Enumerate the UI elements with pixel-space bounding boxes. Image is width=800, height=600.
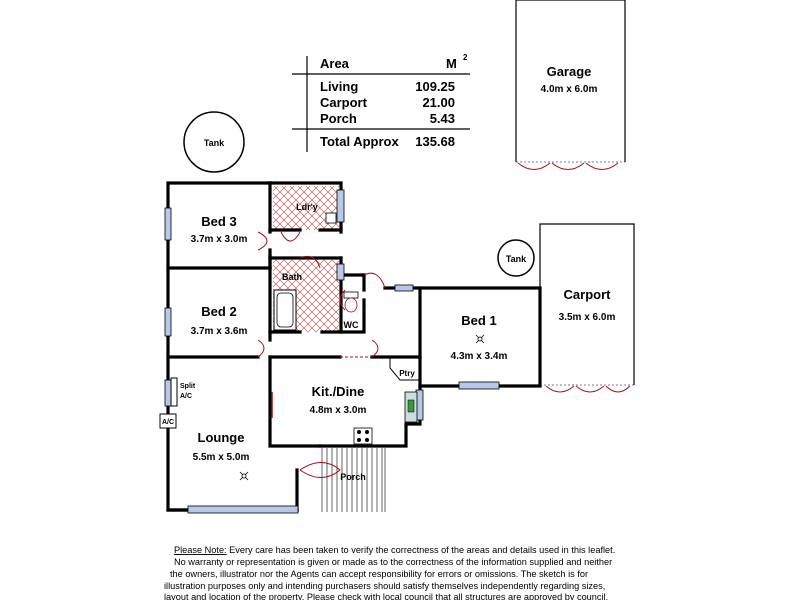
bed1-size: 4.3m x 3.4m [451,351,508,362]
note-line-2: No warranty or representation is given o… [174,557,612,567]
carport-size: 3.5m x 6.0m [559,312,616,323]
garage-title: Garage [547,64,592,79]
garage: Garage 4.0m x 6.0m [515,0,626,170]
pantry-label: Ptry [399,369,415,378]
kitdine-title: Kit./Dine [312,384,365,399]
bed3-title: Bed 3 [201,214,236,229]
ac-unit [159,413,177,429]
kitchen-sink [404,391,418,423]
toilet [343,291,359,313]
note-line-5: layout and location of the property. Ple… [164,592,608,600]
kitdine-size: 4.8m x 3.0m [310,405,367,416]
bath-label: Bath [282,272,302,282]
area-total-label: Total Approx [320,134,399,149]
split-ac-label: Split [180,383,196,390]
area-row-value: 5.43 [430,111,455,126]
split-ac-label: A/C [180,393,192,400]
area-row-label: Living [320,79,358,94]
disclaimer-note: Please Note: Every care has been taken t… [164,545,615,600]
lounge-size: 5.5m x 5.0m [193,452,250,463]
bed2-title: Bed 2 [201,304,236,319]
note-line-1: Please Note: Every care has been taken t… [174,545,615,555]
area-row-label: Carport [320,95,368,110]
porch-steps [321,448,386,512]
bed2-size: 3.7m x 3.6m [191,326,248,337]
area-row-value: 21.00 [422,95,455,110]
laundry-label: Ldr'y [296,202,318,212]
tank-2: Tank [497,239,535,277]
tank-1: Tank [183,111,245,173]
area-header-label: Area [320,56,350,71]
tank-label: Tank [204,138,225,148]
wc-label: WC [344,320,359,330]
area-row-value: 109.25 [415,79,455,94]
ac-unit-label: A/C [162,419,174,426]
garage-size: 4.0m x 6.0m [541,84,598,95]
note-line-3: the owners, illustrator nor the Agents c… [170,569,588,579]
area-header-unit: M [446,56,457,71]
note-line-4: illustration purposes only and intending… [164,581,605,591]
area-table: Area M 2 Living 109.25 Carport 21.00 Por… [292,53,470,152]
note-text: Every care has been taken to verify the … [227,545,616,555]
bathtub [273,289,297,331]
windows [164,189,500,514]
doors [257,231,386,478]
area-total-value: 135.68 [415,134,455,149]
area-row-label: Porch [320,111,357,126]
fan-icon [239,334,485,481]
lounge-title: Lounge [198,430,245,445]
carport-title: Carport [564,287,612,302]
area-header-unit-sup: 2 [463,53,468,62]
bed1-title: Bed 1 [461,313,496,328]
carport: Carport 3.5m x 6.0m [539,223,635,393]
laundry-trough [325,212,337,224]
porch-label: Porch [340,472,366,482]
pantry-box [389,357,420,381]
tank-label: Tank [506,254,527,264]
bed3-size: 3.7m x 3.0m [191,234,248,245]
note-heading: Please Note: [174,545,227,555]
split-ac [170,377,178,407]
stove [353,427,373,445]
